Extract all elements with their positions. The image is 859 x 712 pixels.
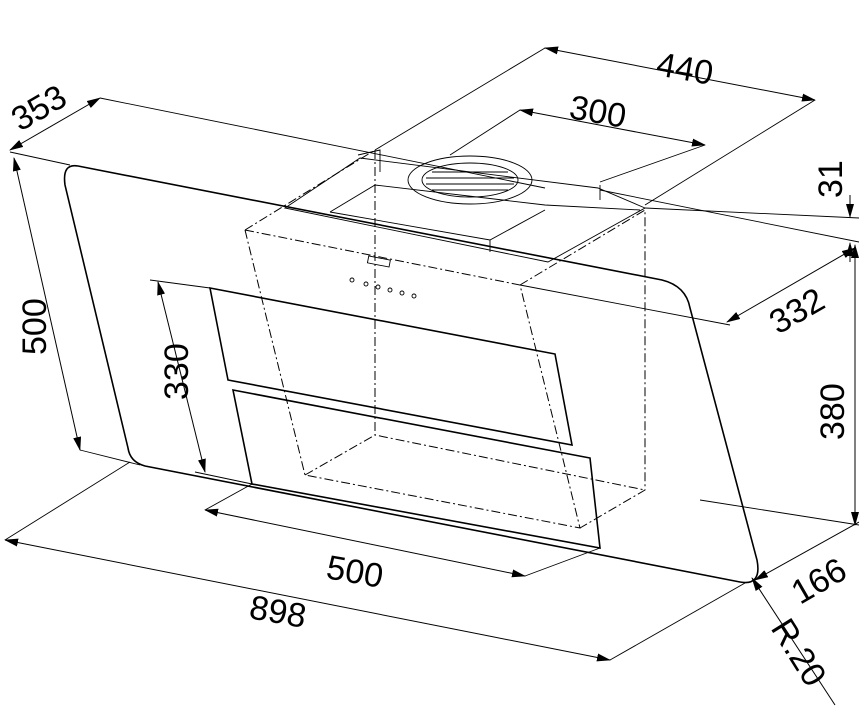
dim-353: 353 [5, 78, 73, 139]
dim-500-width: 500 [324, 548, 386, 595]
dim-332: 332 [763, 281, 831, 342]
dim-440: 440 [654, 45, 716, 92]
dim-380: 380 [814, 383, 852, 440]
dim-898: 898 [247, 588, 309, 635]
motor-housing [283, 149, 647, 263]
lower-panel [231, 388, 601, 549]
control-buttons [349, 255, 417, 299]
fan-outlet [407, 155, 533, 205]
dim-500-height: 500 [16, 298, 54, 355]
dimension-lines [4, 46, 859, 706]
dim-300: 300 [567, 88, 629, 135]
dim-31: 31 [812, 160, 850, 198]
dim-166: 166 [785, 551, 853, 612]
dim-r20: R.20 [763, 612, 833, 693]
chimney-outline [244, 149, 646, 529]
dim-330: 330 [158, 343, 196, 400]
upper-panel [208, 286, 574, 447]
